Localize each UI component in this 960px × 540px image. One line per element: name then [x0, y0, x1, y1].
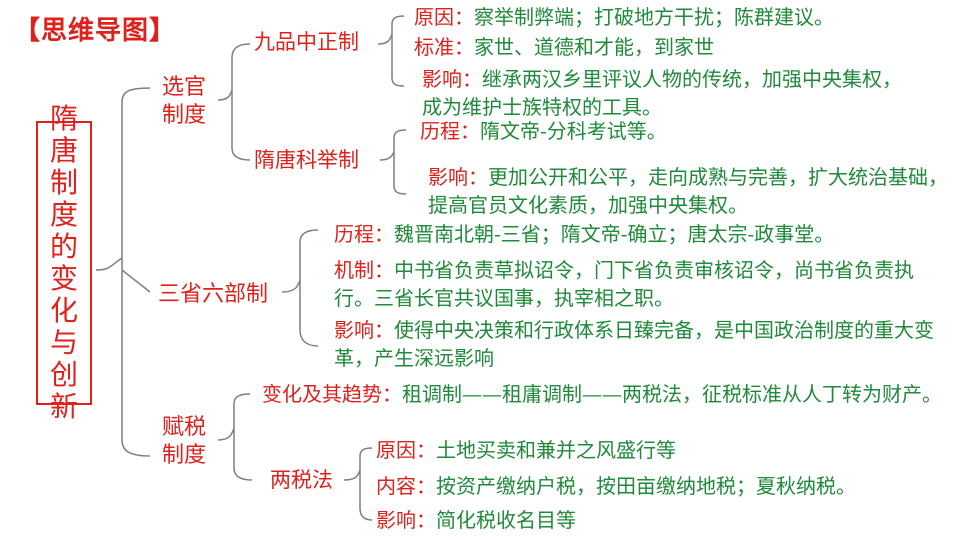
leaf-jiupin-standard: 标准：家世、道德和才能，到家世 [414, 35, 714, 59]
leaf-fushui-trend: 变化及其趋势：租调制——租庸调制——两税法，征税标准从人丁转为财产。 [262, 382, 942, 406]
node-keju: 隋唐科举制 [254, 148, 359, 172]
bracket-fushui [217, 393, 253, 481]
leaf-keju-impact: 影响：更加公开和公平，走向成熟与完善，扩大统治基础，提高官员文化素质，加强中央集… [428, 165, 948, 217]
leaf-sansheng-mechanism: 机制：中书省负责草拟诏令，门下省负责审核诏令，尚书省负责执行。三省长官共议国事，… [334, 258, 914, 310]
leaf-liangshui-impact: 影响：简化税收名目等 [376, 508, 576, 532]
page-title: 【思维导图】 [14, 16, 177, 46]
root-label: 隋唐制度的变化与创新 [49, 102, 78, 423]
bracket-liangshui [343, 447, 373, 521]
leaf-jiupin-impact: 影响：继承两汉乡里评议人物的传统，加强中央集权，成为维护士族特权的工具。 [422, 67, 902, 119]
leaf-sansheng-impact: 影响：使得中央决策和行政体系日臻完备，是中国政治制度的重大变革，产生深远影响 [334, 318, 934, 370]
bracket-jiupin [377, 15, 405, 87]
node-liangshui: 两税法 [270, 468, 333, 492]
node-fushui: 赋税制度 [161, 415, 206, 468]
leaf-jiupin-reason: 原因：察举制弊端；打破地方干扰；陈群建议。 [414, 5, 834, 29]
bracket-root [95, 87, 151, 457]
root-node: 隋唐制度的变化与创新 [36, 103, 92, 423]
leaf-liangshui-content: 内容：按资产缴纳户税，按田亩缴纳地税；夏秋纳税。 [376, 474, 856, 498]
bracket-sansheng [281, 229, 319, 347]
bracket-keju [379, 129, 407, 195]
node-xuanguan: 选官制度 [161, 75, 206, 128]
node-sansheng: 三省六部制 [158, 282, 269, 307]
leaf-liangshui-reason: 原因：土地买卖和兼并之风盛行等 [376, 438, 676, 462]
leaf-sansheng-history: 历程：魏晋南北朝-三省；隋文帝-确立；唐太宗-政事堂。 [334, 222, 835, 246]
leaf-keju-history: 历程：隋文帝-分科考试等。 [420, 119, 667, 143]
node-jiupin: 九品中正制 [254, 30, 359, 54]
bracket-xuanguan [217, 43, 251, 161]
